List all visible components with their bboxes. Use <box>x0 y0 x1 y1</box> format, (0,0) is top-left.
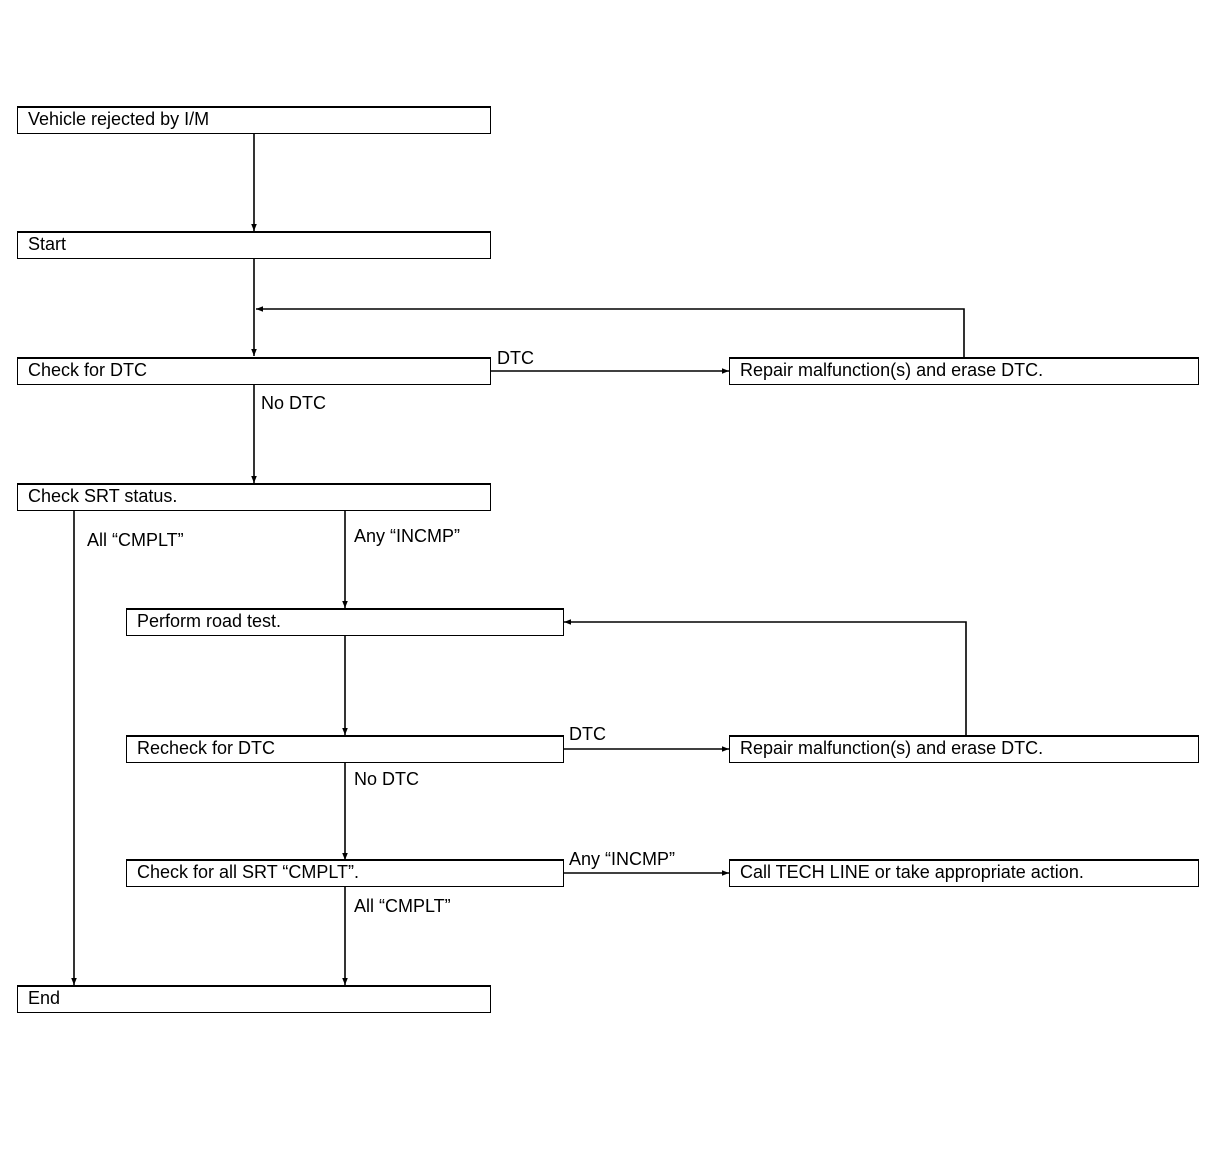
edge-label-no-dtc-2: No DTC <box>354 769 420 789</box>
edge-label-all-cmplt-1: All “CMPLT” <box>87 530 184 550</box>
edge-label-all-cmplt-2: All “CMPLT” <box>354 896 451 916</box>
node-check-srt-status: Check SRT status. <box>17 483 491 511</box>
node-call-tech-line: Call TECH LINE or take appropriate actio… <box>729 859 1199 887</box>
node-repair-malfunction-2: Repair malfunction(s) and erase DTC. <box>729 735 1199 763</box>
node-check-all-srt-cmplt: Check for all SRT “CMPLT”. <box>126 859 564 887</box>
edge-label-any-incmp-1: Any “INCMP” <box>354 526 461 546</box>
node-recheck-for-dtc: Recheck for DTC <box>126 735 564 763</box>
node-perform-road-test: Perform road test. <box>126 608 564 636</box>
node-end: End <box>17 985 491 1013</box>
arrow-repair-2-loop-back <box>564 619 967 736</box>
edge-label-no-dtc-1: No DTC <box>261 393 327 413</box>
node-repair-malfunction-1: Repair malfunction(s) and erase DTC. <box>729 357 1199 385</box>
node-vehicle-rejected: Vehicle rejected by I/M <box>17 106 491 134</box>
edge-label-dtc-2: DTC <box>569 724 606 744</box>
arrow-repair-1-loop-back <box>256 306 965 358</box>
node-start: Start <box>17 231 491 259</box>
node-check-for-dtc: Check for DTC <box>17 357 491 385</box>
edge-label-dtc-1: DTC <box>497 348 534 368</box>
edge-label-any-incmp-2: Any “INCMP” <box>569 849 676 869</box>
